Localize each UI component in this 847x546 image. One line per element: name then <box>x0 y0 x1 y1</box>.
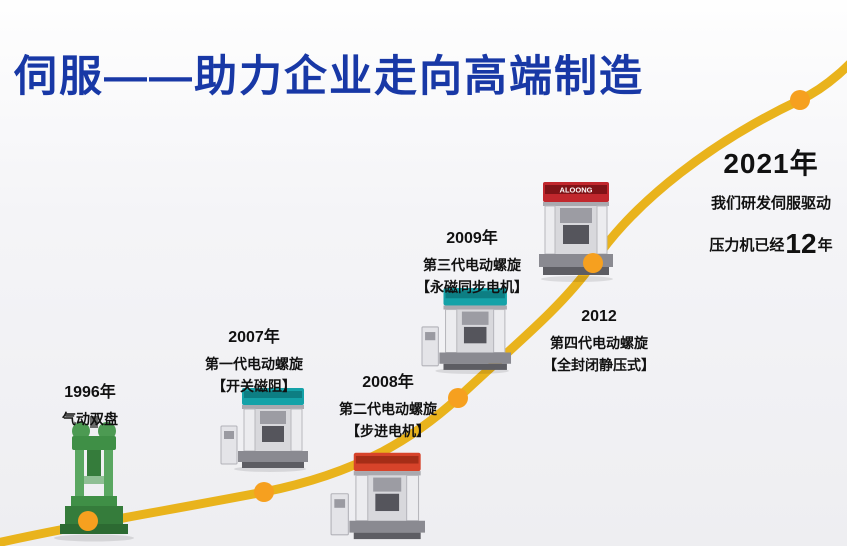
line2-suffix: 年 <box>817 237 833 254</box>
milestone-year: 2012 <box>581 308 617 325</box>
machine-2008-illustration <box>330 452 425 540</box>
milestone-2007: 2007年 第一代电动螺旋 【开关磁阻】 <box>188 323 320 398</box>
milestone-name: 气动双盘 <box>62 411 118 427</box>
milestone-line2: 压力机已经12年 <box>695 222 847 267</box>
machine-2009-illustration <box>421 288 512 374</box>
milestone-spec: 【步进电机】 <box>346 423 430 440</box>
milestone-year: 2008年 <box>362 374 414 391</box>
milestone-spec: 【全封闭静压式】 <box>543 357 655 374</box>
milestone-year: 2007年 <box>228 329 280 346</box>
milestone-spec: 【开关磁阻】 <box>212 378 296 395</box>
milestone-1996: 1996年 气动双盘 <box>30 378 150 430</box>
page-title: 伺服——助力企业走向高端制造 <box>14 53 644 101</box>
milestone-year: 1996年 <box>64 384 116 401</box>
line2-prefix: 压力机已经 <box>709 237 785 254</box>
milestone-2012: 2012 第四代电动螺旋 【全封闭静压式】 <box>532 308 666 377</box>
milestone-2021: 2021年 我们研发伺服驱动 压力机已经12年 <box>695 142 847 273</box>
milestone-2009: 2009年 第三代电动螺旋 【永磁同步电机】 <box>404 224 540 299</box>
milestone-name: 第三代电动螺旋 <box>423 257 521 273</box>
machine-brand-label: ALOONG <box>560 186 593 195</box>
machine-1996-illustration <box>54 416 134 542</box>
milestone-name: 第二代电动螺旋 <box>339 401 437 417</box>
milestone-line1: 我们研发伺服驱动 <box>710 195 831 212</box>
years-count: 12 <box>785 228 817 259</box>
machine-2007-illustration <box>220 388 308 472</box>
milestone-year: 2009年 <box>446 230 498 247</box>
machine-2012-illustration: ALOONG <box>539 182 613 282</box>
milestone-2008: 2008年 第二代电动螺旋 【步进电机】 <box>322 368 454 443</box>
milestone-name: 第四代电动螺旋 <box>550 335 648 351</box>
milestone-year: 2021年 <box>723 148 819 179</box>
milestone-name: 第一代电动螺旋 <box>205 356 303 372</box>
milestone-spec: 【永磁同步电机】 <box>416 279 528 296</box>
